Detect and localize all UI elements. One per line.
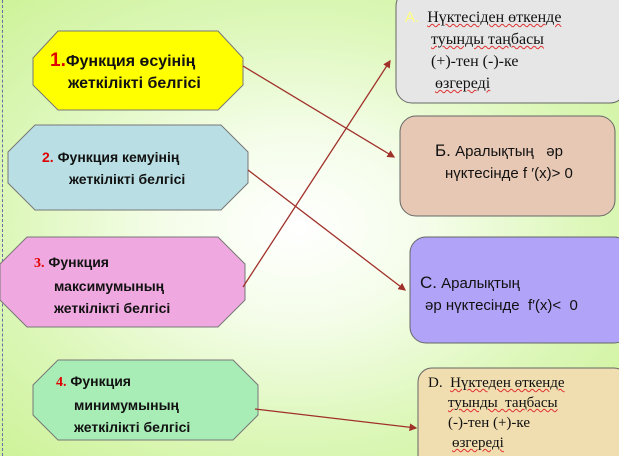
box-d-line-1: Нүктеден өткенде	[450, 375, 565, 391]
box-3-line-3: жеткілікті белгісі	[54, 300, 171, 316]
box-c-letter: С.	[420, 273, 437, 292]
box-b-line-1: Аралықтың әр	[455, 143, 563, 160]
box-b-shape	[399, 115, 616, 217]
box-c-line-1: Аралықтың	[441, 275, 520, 292]
box-4-line-3: жеткілікті белгісі	[74, 419, 191, 435]
box-1-line-1: Функция өсуінің	[65, 53, 196, 70]
box-3-number: 3.	[34, 256, 45, 271]
box-d-line-2: туынды таңбасы	[448, 395, 558, 411]
box-1-line-2: жеткілікті белгісі	[68, 75, 201, 92]
box-2-number: 2.	[42, 149, 54, 165]
box-4-line-2: минимумының	[74, 397, 179, 413]
box-4-number: 4.	[56, 375, 67, 390]
box-d-line-4: өзгереді	[452, 435, 504, 451]
arrow-2-to-c	[247, 169, 407, 291]
box-3-shape	[0, 236, 246, 328]
box-3-line-1: Функция	[48, 254, 109, 270]
box-1-shape	[32, 30, 244, 111]
arrow-3-to-a	[242, 59, 391, 288]
slide-edge	[2, 0, 3, 456]
box-a-line-2: туынды таңбасы	[431, 31, 544, 48]
arrow-1-to-b	[242, 65, 396, 158]
box-c-shape	[409, 236, 619, 344]
box-d-text: D. Нүктеден өткенде туынды таңбасы (-)-т…	[428, 373, 565, 453]
box-4-shape	[32, 359, 259, 441]
box-a-text: А. Нүктесіден өткенде туынды таңбасы (+)…	[405, 7, 561, 95]
box-a-letter: А.	[405, 9, 420, 26]
arrow-4-to-d	[254, 408, 418, 432]
box-2-line-2: жеткілікті белгісі	[69, 171, 186, 187]
box-c-text: С. Аралықтың әр нүктесінде f′(x)< 0	[420, 272, 578, 317]
box-3-line-2: максимумының	[54, 278, 165, 294]
box-3-text: 3. Функция максимумының жеткілікті белгі…	[34, 251, 170, 319]
box-c-line-2: әр нүктесінде f′(x)< 0	[425, 297, 578, 314]
box-a-line-1: Нүктесіден өткенде	[427, 9, 562, 26]
box-b-letter: Б.	[435, 141, 451, 160]
box-d-shape	[417, 367, 619, 456]
box-2-shape	[7, 124, 249, 211]
box-b-text: Б. Аралықтың әр нүктесінде f ′(x)> 0	[435, 140, 573, 185]
box-2-text: 2. Функция кемуінің жеткілікті белгісі	[42, 146, 185, 190]
box-a-line-4: өзгереді	[435, 75, 491, 92]
box-1-text: 1.Функция өсуінің жеткілікті белгісі	[50, 50, 201, 95]
box-4-line-1: Функция	[70, 373, 131, 389]
box-4-text: 4. Функция минимумының жеткілікті белгіс…	[56, 370, 190, 438]
box-d-letter: D.	[428, 375, 443, 391]
box-d-line-3: (-)-тен (+)-ке	[448, 415, 530, 431]
box-1-number: 1.	[50, 50, 66, 71]
box-a-shape	[395, 0, 619, 104]
box-2-line-1: Функция кемуінің	[57, 149, 180, 165]
box-a-line-3: (+)-тен (-)-ке	[431, 53, 519, 70]
box-b-line-2: нүктесінде f ′(x)> 0	[445, 165, 573, 182]
